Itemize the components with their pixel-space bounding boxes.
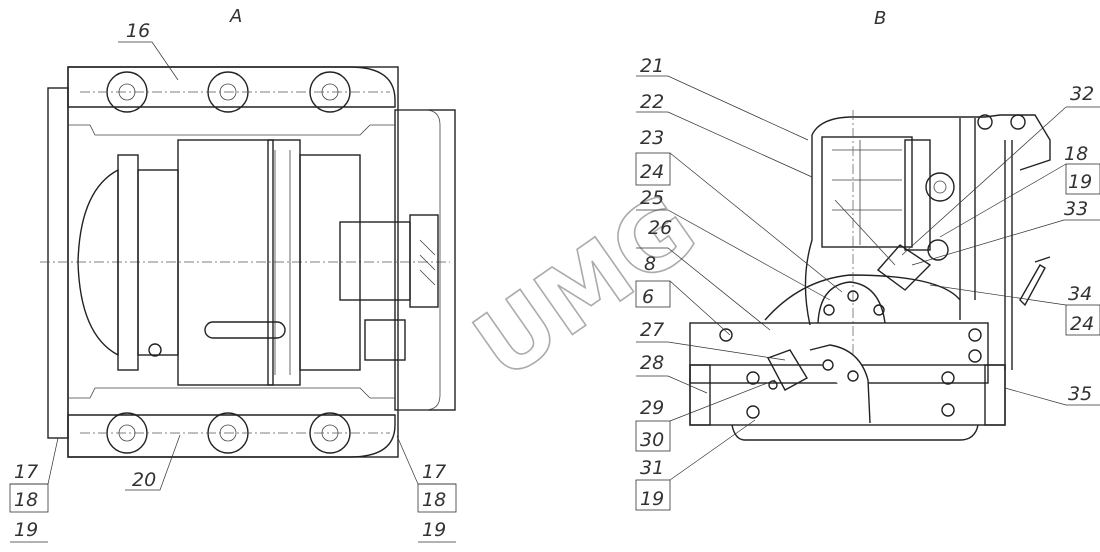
svg-text:34: 34 <box>1068 283 1092 305</box>
svg-text:32: 32 <box>1070 83 1094 105</box>
top-beam <box>67 66 396 108</box>
svg-text:29: 29 <box>640 397 664 419</box>
view-a-title: A <box>229 6 242 27</box>
svg-text:8: 8 <box>644 253 656 275</box>
svg-text:19: 19 <box>422 519 446 541</box>
watermark-logo: UMG <box>456 174 715 400</box>
callouts-right-view-right: 32 18 19 33 34 24 35 <box>901 83 1100 406</box>
view-a-drawing: A <box>9 6 457 543</box>
valve-block <box>821 136 913 248</box>
svg-text:27: 27 <box>640 319 664 341</box>
svg-text:23: 23 <box>640 127 664 149</box>
svg-text:18: 18 <box>422 489 446 511</box>
view-b-drawing: В 21 22 <box>635 8 1100 511</box>
svg-text:19: 19 <box>640 488 664 510</box>
callout-17-18-19-left: 17 18 19 <box>9 437 59 543</box>
bottom-beam <box>67 414 396 458</box>
roller-bolts <box>106 71 351 454</box>
svg-text:24: 24 <box>1070 313 1094 335</box>
gearbox-housing <box>804 114 1051 326</box>
motor <box>77 139 439 386</box>
svg-text:17: 17 <box>14 461 38 483</box>
svg-text:30: 30 <box>640 429 664 451</box>
svg-text:31: 31 <box>640 457 664 479</box>
left-side-plate <box>47 87 69 439</box>
svg-text:18: 18 <box>14 489 38 511</box>
svg-text:6: 6 <box>642 286 654 308</box>
callout-20: 20 <box>132 469 156 491</box>
callouts-right-view-left: 21 22 23 24 25 26 8 6 27 28 29 30 31 <box>635 55 843 511</box>
view-b-title: В <box>874 8 886 29</box>
callout-17-18-19-right: 17 18 19 <box>396 435 457 543</box>
svg-text:35: 35 <box>1068 383 1092 405</box>
svg-text:17: 17 <box>422 461 446 483</box>
svg-text:24: 24 <box>640 161 664 183</box>
svg-text:22: 22 <box>640 91 664 113</box>
svg-text:28: 28 <box>640 352 664 374</box>
svg-text:25: 25 <box>640 187 664 209</box>
sprocket <box>817 281 886 324</box>
svg-text:33: 33 <box>1064 198 1088 220</box>
svg-text:18: 18 <box>1064 143 1088 165</box>
svg-text:21: 21 <box>640 55 664 77</box>
svg-text:19: 19 <box>14 519 38 541</box>
callout-16: 16 <box>126 20 150 42</box>
svg-text:19: 19 <box>1068 171 1092 193</box>
svg-text:26: 26 <box>648 217 672 239</box>
